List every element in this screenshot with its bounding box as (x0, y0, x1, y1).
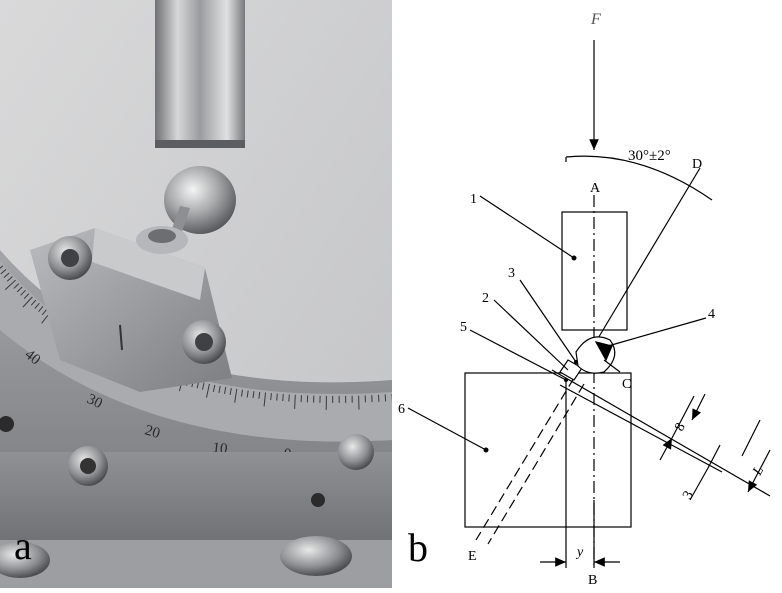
label-dim-3: 3 (680, 489, 697, 502)
photo-panel: 40 30 20 10 0 10 a (0, 0, 392, 588)
label-part-3: 3 (508, 266, 515, 281)
label-part-1: 1 (470, 192, 477, 207)
leader-3 (520, 280, 576, 362)
label-B: B (588, 573, 597, 588)
leader-6 (408, 408, 486, 450)
label-D: D (692, 157, 702, 172)
label-C: C (622, 377, 631, 392)
scale-tick (295, 395, 296, 409)
surface-line-upper (552, 370, 770, 496)
label-dim-L: L (750, 464, 767, 479)
scale-tick (289, 395, 290, 402)
axis-line-E (476, 378, 574, 540)
scale-tick (277, 394, 278, 401)
label-part-5: 5 (460, 320, 467, 335)
part-4-ball-head (576, 337, 615, 373)
scale-tick (283, 394, 284, 401)
leader-4 (608, 318, 706, 346)
label-dim-y: y (575, 545, 584, 560)
label-part-2: 2 (482, 291, 489, 306)
label-part-4: 4 (708, 307, 715, 322)
leader-1 (480, 196, 574, 258)
loading-rod (155, 0, 245, 148)
rail-screw-right (280, 536, 352, 576)
label-part-6: 6 (398, 402, 405, 417)
schematic-panel: F 30°±2° A B C D E 1 2 3 4 5 6 8 3 L y b (392, 0, 782, 588)
schematic-diagram: F 30°±2° A B C D E 1 2 3 4 5 6 8 3 L y (392, 0, 782, 588)
test-rig-photo: 40 30 20 10 0 10 (0, 0, 392, 588)
base-hole (311, 493, 325, 507)
axis-line-D (594, 168, 700, 345)
panel-label-b: b (408, 528, 428, 568)
part-6-block (465, 373, 631, 527)
label-F: F (590, 11, 601, 28)
label-angle: 30°±2° (628, 148, 671, 164)
label-E: E (468, 549, 477, 564)
base-bolt-right (338, 434, 374, 470)
panel-label-a: a (14, 526, 32, 566)
label-A: A (590, 181, 601, 196)
scale-tick (271, 393, 272, 400)
dim-8-arrow-top (692, 394, 705, 420)
